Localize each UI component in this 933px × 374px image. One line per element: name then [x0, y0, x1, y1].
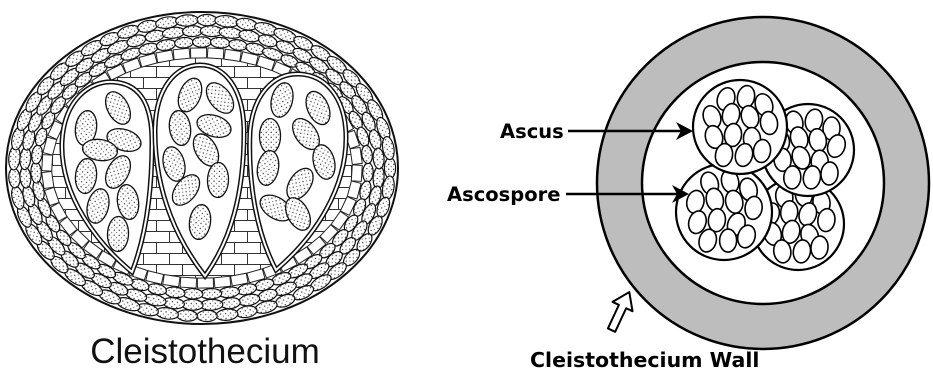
inner-cell [214, 276, 231, 288]
peridium-cell [182, 299, 204, 311]
peridium-cell [362, 163, 373, 183]
wall-hollow-arrow [602, 287, 640, 334]
inner-cell [180, 277, 197, 288]
ascospore [107, 216, 129, 252]
peridium-cell [197, 310, 218, 322]
ascospore [783, 165, 801, 189]
ascospore [719, 229, 736, 252]
inner-cell [191, 48, 207, 58]
inner-cell [42, 171, 54, 188]
inner-cell [42, 155, 53, 172]
ascus [676, 164, 772, 260]
ascospore [207, 162, 229, 198]
peridium-cell [183, 288, 203, 299]
inner-cell [156, 50, 174, 63]
ascus-label: Ascus [500, 120, 564, 143]
ascospore-label: Ascospore [447, 183, 560, 206]
inner-cell [350, 147, 362, 164]
wall-label: Cleistothecium Wall [530, 348, 759, 372]
peridium-cell [193, 37, 212, 47]
inner-cell [173, 48, 190, 60]
peridium-cell [197, 14, 217, 26]
asci-group [62, 65, 346, 276]
cleistothecium-illustration [6, 12, 398, 324]
cleistothecium-cross-section [597, 17, 929, 349]
ascus [693, 80, 787, 174]
inner-cell [351, 165, 362, 182]
inner-cell [207, 48, 224, 59]
peridium-cell [30, 162, 41, 184]
peridium-cell [182, 25, 202, 37]
inner-cell [224, 49, 241, 61]
cleistothecium-label: Cleistothecium [90, 332, 320, 371]
inner-cell [163, 275, 180, 287]
ascospore [260, 119, 281, 154]
